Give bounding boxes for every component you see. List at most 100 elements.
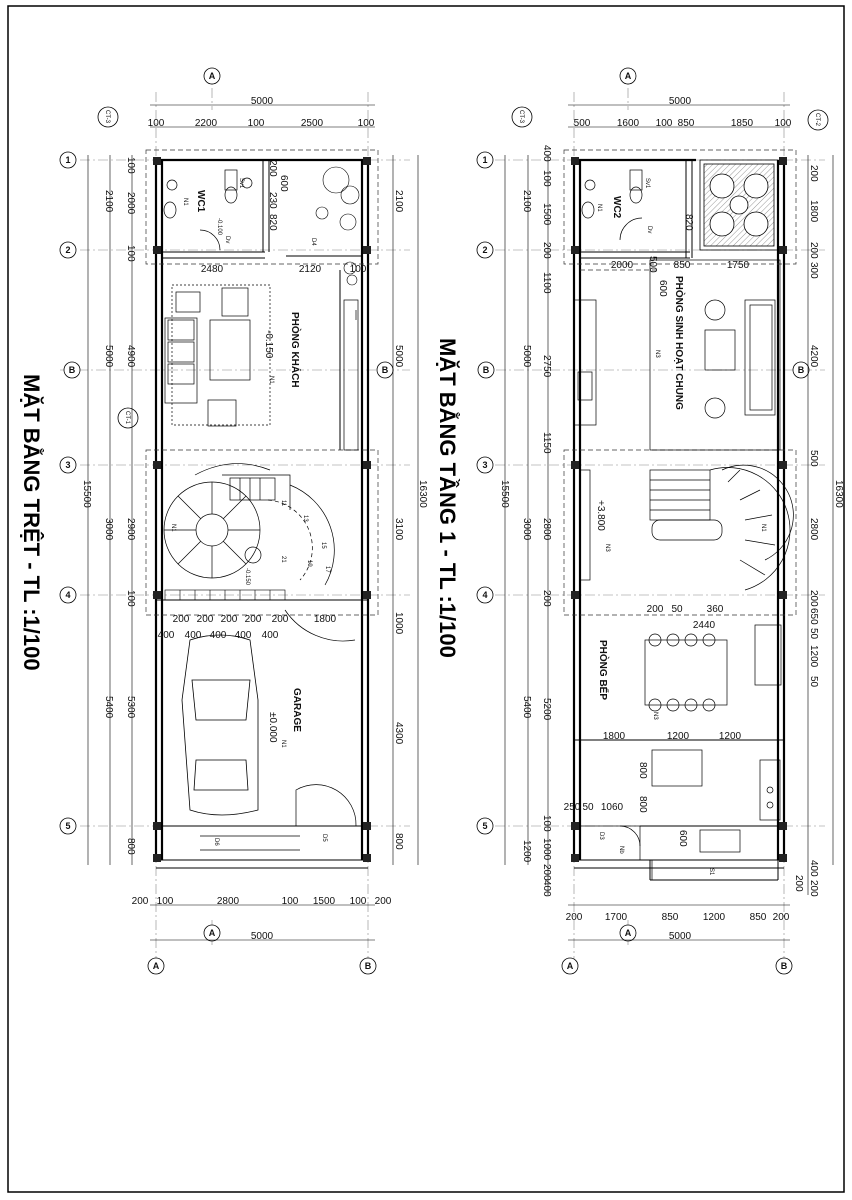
dim-left-minor-first: 200 — [541, 590, 552, 607]
dim-left-total-first: 15500 — [499, 480, 510, 508]
dim-left-major: 5400 — [103, 696, 114, 719]
dim-left-minor: 100 — [125, 157, 136, 174]
dim-right: 5000 — [393, 345, 404, 368]
dim-right-first: 2800 — [808, 518, 819, 541]
dim-top-first: 1600 — [617, 118, 640, 129]
dim-left-minor: 100 — [125, 245, 136, 262]
dim-right-first: 50 — [808, 676, 819, 688]
dim-stair-row: 400 — [210, 630, 227, 641]
dim-right-first: 200 — [808, 165, 819, 182]
dim-stair-extra: 1800 — [314, 614, 337, 625]
axis-1-first: 1 — [482, 155, 487, 165]
tag-d3: D3 — [598, 832, 604, 840]
dim-kitchen-v: 800 — [637, 796, 648, 813]
tag-n1-stair: N1 — [170, 524, 176, 532]
step-label: 13 — [302, 515, 308, 522]
dim-right: 1000 — [393, 612, 404, 635]
dim-right-first: 650 — [808, 608, 819, 625]
ground-floor-title: MẶT BẰNG TRỆT - TL :1/100 — [19, 374, 44, 671]
dim-right-first: 1800 — [808, 200, 819, 223]
dim-bottom: 1500 — [313, 896, 336, 907]
dim-bottom-total: 5000 — [251, 931, 274, 942]
sheet-border — [7, 5, 845, 1193]
axis-b-first-left: B — [483, 365, 490, 375]
dim-wc-v: 820 — [267, 214, 278, 231]
dim-stair-total-first: 2440 — [693, 620, 716, 631]
dim-right-total-first: 16300 — [833, 480, 844, 508]
dim-wc-sub-first: 500 — [647, 256, 658, 273]
dim-bottom-first: 200 — [566, 912, 583, 923]
axis-b-ground-base: B — [365, 961, 372, 971]
dim-stair-row: 400 — [262, 630, 279, 641]
dim-right: 800 — [393, 833, 404, 850]
dim-right-first: 200 — [808, 242, 819, 259]
ground-dimensions: 5000 100 2200 100 2500 100 2480 2120 100… — [81, 96, 428, 942]
tag-n1-wc2: N1 — [596, 204, 602, 212]
dim-stair-row: 200 — [245, 614, 262, 625]
tag-d6: D6 — [213, 838, 219, 846]
tag-n3-kitchen: N3 — [652, 712, 658, 720]
dim-bottom: 200 — [132, 896, 149, 907]
dim-top: 100 — [248, 118, 265, 129]
axis-2-ground: 2 — [65, 245, 70, 255]
dim-right-first: 500 — [808, 450, 819, 467]
dim-top-first: 100 — [656, 118, 673, 129]
dim-left-minor-first: 100 — [541, 815, 552, 832]
axis-b-first-right: B — [798, 365, 805, 375]
axis-3-ground: 3 — [65, 460, 70, 470]
dim-wc-row-first: 1750 — [727, 260, 750, 271]
dim-top: 2500 — [301, 118, 324, 129]
dim-bottom-first: 200 — [773, 912, 790, 923]
level-stair: -0.150 — [244, 568, 250, 586]
lattice-screen — [699, 159, 779, 251]
dim-wc-row: 100 — [350, 264, 367, 275]
dim-wc-row-first: 2000 — [611, 260, 634, 271]
dim-bottom: 100 — [350, 896, 367, 907]
axis-5-ground: 5 — [65, 821, 70, 831]
dim-bottom: 100 — [282, 896, 299, 907]
dim-bottom: 2800 — [217, 896, 240, 907]
first-dimensions: 5000 500 1600 100 850 1850 100 2000 850 … — [499, 96, 844, 942]
dim-wc-v: 600 — [278, 175, 289, 192]
axis-1-ground: 1 — [65, 155, 70, 165]
dim-top-total-first: 5000 — [669, 96, 692, 107]
tag-nb: Nb — [618, 846, 624, 854]
axis-5-first: 5 — [482, 821, 487, 831]
dim-left-minor-first: 200 — [541, 864, 552, 881]
dim-bottom-first: 850 — [750, 912, 767, 923]
room-kitchen: PHÒNG BẾP — [597, 640, 610, 700]
tag-d4: D4 — [310, 238, 316, 246]
dim-left-minor: 4900 — [125, 345, 136, 368]
dim-bottom-first: 1200 — [703, 912, 726, 923]
dim-kitchen-v: 800 — [637, 762, 648, 779]
dim-stair-row: 400 — [158, 630, 175, 641]
dim-wc-sub-first: 600 — [657, 280, 668, 297]
step-label: 17 — [324, 566, 330, 573]
dim-right: 2100 — [393, 190, 404, 213]
tag-n1-living: N1 — [268, 376, 274, 384]
axis-a-ground-base: A — [153, 961, 160, 971]
dim-wc-v: 230 — [267, 192, 278, 209]
dim-left-major-first: 5000 — [521, 345, 532, 368]
axis-a-first-bottom: A — [625, 928, 632, 938]
dim-left-minor: 2900 — [125, 518, 136, 541]
first-axis-bubbles — [476, 67, 829, 975]
dim-bath-row: 250 — [564, 802, 581, 813]
tag-n1-stair-first: N1 — [760, 524, 766, 532]
dim-left-minor-first: 100 — [541, 170, 552, 187]
dim-right-first: 4200 — [808, 345, 819, 368]
dim-left-minor-first: 1100 — [541, 272, 552, 294]
tag-dv-first: Dv — [646, 226, 652, 233]
dim-left-minor-first: 5200 — [541, 698, 552, 721]
dim-stair-first: 200 — [647, 604, 664, 615]
dim-left-minor: 5300 — [125, 696, 136, 719]
dim-left-minor-first: 400 — [541, 880, 552, 897]
dim-left-minor: 800 — [125, 838, 136, 855]
dim-wc-row-first: 850 — [674, 260, 691, 271]
dim-right-bottom-first: 400 — [808, 860, 819, 877]
dim-bath-row: 1060 — [601, 802, 624, 813]
dim-right-first: 300 — [808, 262, 819, 279]
dim-bath-row: 50 — [582, 802, 594, 813]
dim-top: 2200 — [195, 118, 218, 129]
